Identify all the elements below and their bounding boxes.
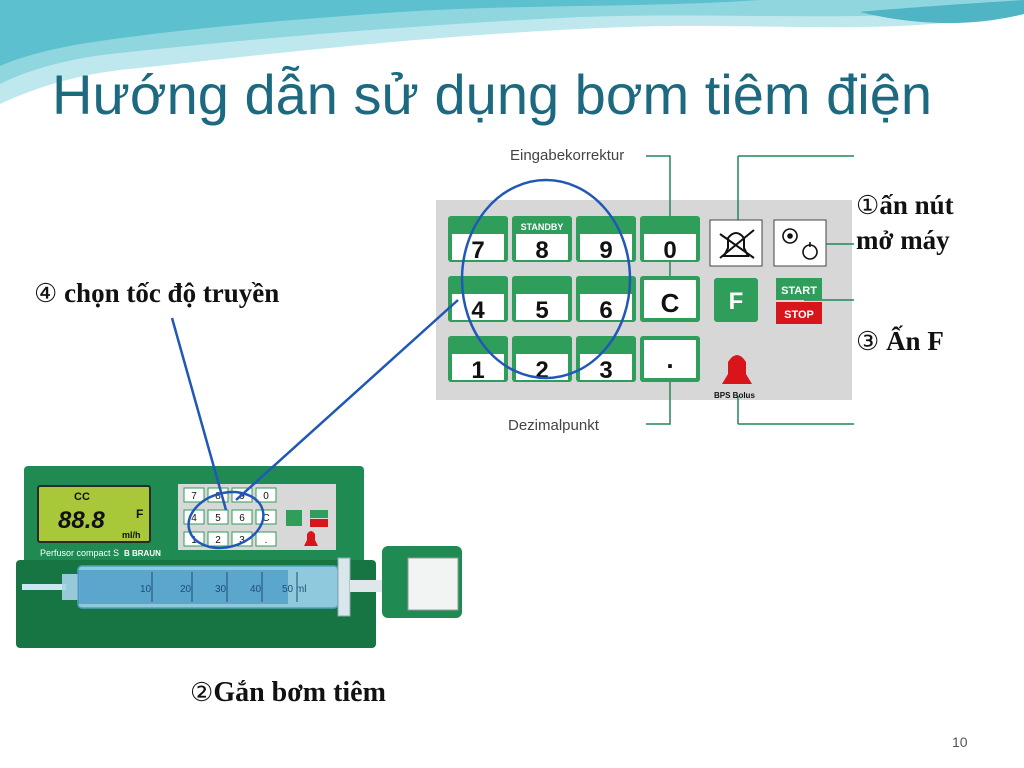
key-f[interactable]: F <box>714 278 758 322</box>
key-5[interactable]: 5 <box>512 276 572 324</box>
step3-marker: ③ <box>856 327 880 356</box>
svg-text:9: 9 <box>599 237 612 264</box>
step1-power-note: ①ấn nút mở máy <box>856 188 954 257</box>
svg-text:F: F <box>729 288 744 315</box>
key-7[interactable]: 7 <box>448 216 508 264</box>
svg-text:2: 2 <box>535 357 548 384</box>
svg-text:8: 8 <box>215 491 221 502</box>
step4-text: chọn tốc độ truyền <box>64 278 280 308</box>
alarm-caption: BPS Bolus <box>714 391 755 400</box>
key-c[interactable]: C <box>640 276 700 322</box>
step1-line1: ấn nút <box>879 190 954 220</box>
alarm-bell-icon <box>722 355 752 384</box>
pump-brand: Perfusor compact S <box>40 548 119 558</box>
key-power[interactable] <box>773 219 827 267</box>
svg-text:8: 8 <box>535 237 548 264</box>
step2-marker: ② <box>190 678 214 707</box>
step3-press-f-note: ③ Ấn F <box>856 324 944 359</box>
step2-text: Gắn bơm tiêm <box>213 677 386 708</box>
step1-line2: mở máy <box>856 225 950 255</box>
svg-text:.: . <box>265 535 268 546</box>
svg-text:3: 3 <box>599 357 612 384</box>
svg-text:5: 5 <box>215 513 221 524</box>
svg-text:20: 20 <box>180 584 192 595</box>
svg-text:1: 1 <box>471 357 484 384</box>
svg-text:7: 7 <box>191 491 197 502</box>
svg-text:10: 10 <box>140 584 152 595</box>
pump-maker: B BRAUN <box>124 549 161 558</box>
page-number: 10 <box>952 734 968 750</box>
svg-text:6: 6 <box>239 513 245 524</box>
syringe: 10 20 30 40 50 ml <box>22 546 462 618</box>
key-alarm-mute[interactable] <box>709 219 763 267</box>
key-1[interactable]: 1 <box>448 336 508 384</box>
svg-text:4: 4 <box>191 513 197 524</box>
svg-text:STANDBY: STANDBY <box>521 222 564 232</box>
key-9[interactable]: 9 <box>576 216 636 264</box>
key-6[interactable]: 6 <box>576 276 636 324</box>
key-alarm-bolus[interactable]: BPS Bolus <box>714 355 755 400</box>
svg-text:0: 0 <box>663 237 676 264</box>
svg-text:9: 9 <box>239 491 245 502</box>
power-icon <box>782 228 818 260</box>
key-4[interactable]: 4 <box>448 276 508 324</box>
eingabekorrektur-label: Eingabekorrektur <box>510 147 624 164</box>
key-2[interactable]: 2 <box>512 336 572 384</box>
header-wave-decoration <box>0 0 1024 104</box>
key-3[interactable]: 3 <box>576 336 636 384</box>
svg-text:50 ml: 50 ml <box>282 584 306 595</box>
slide-title: Hướng dẫn sử dụng bơm tiêm điện <box>52 63 932 126</box>
svg-text:START: START <box>781 285 817 297</box>
svg-text:7: 7 <box>471 237 484 264</box>
key-8[interactable]: STANDBY 8 <box>512 216 572 264</box>
bell-crossed-icon <box>719 229 755 259</box>
key-start-stop[interactable]: START STOP <box>776 278 822 324</box>
display-cc: CC <box>74 491 90 503</box>
svg-text:1: 1 <box>191 535 197 546</box>
step4-select-rate-note: ④ chọn tốc độ truyền <box>34 276 279 311</box>
svg-text:5: 5 <box>535 297 548 324</box>
svg-text:6: 6 <box>599 297 612 324</box>
svg-text:STOP: STOP <box>784 309 814 321</box>
step4-marker: ④ <box>34 279 58 308</box>
keypad-diagram: Eingabekorrektur Dezimalpunkt 7 STANDBY 8… <box>420 134 860 444</box>
step3-text: Ấn F <box>886 326 944 356</box>
step2-attach-syringe-note: ②Gắn bơm tiêm <box>190 676 386 710</box>
key-0[interactable]: 0 <box>640 216 700 264</box>
svg-text:40: 40 <box>250 584 262 595</box>
dezimalpunkt-label: Dezimalpunkt <box>508 417 600 434</box>
svg-text:C: C <box>262 513 269 524</box>
svg-text:0: 0 <box>263 491 269 502</box>
step1-marker: ① <box>856 191 880 220</box>
key-decimal[interactable]: . <box>640 336 700 382</box>
display-f: F <box>136 507 143 521</box>
svg-text:4: 4 <box>471 297 485 324</box>
display-value: 88.8 <box>58 507 105 534</box>
svg-text:3: 3 <box>239 535 245 546</box>
pump-display <box>37 485 151 543</box>
svg-text:C: C <box>661 288 680 318</box>
display-unit: ml/h <box>122 530 141 540</box>
syringe-pump-illustration: CC 88.8 F ml/h Perfusor compact S B BRAU… <box>12 462 470 660</box>
svg-text:30: 30 <box>215 584 227 595</box>
svg-text:.: . <box>666 344 673 374</box>
svg-text:2: 2 <box>215 535 221 546</box>
